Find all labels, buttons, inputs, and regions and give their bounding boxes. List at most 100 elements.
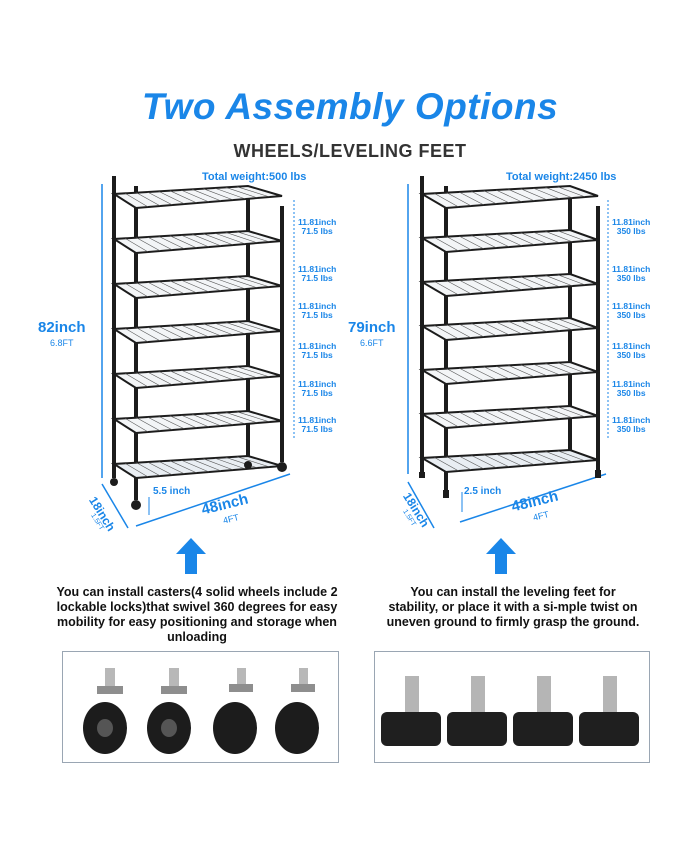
shelf-wire — [192, 459, 222, 472]
shelf-wire — [446, 280, 472, 295]
shelf-wire — [214, 412, 246, 425]
right-height-sub: 6.6FT — [360, 338, 384, 348]
shelf-wire — [192, 414, 222, 427]
shelf-wire — [458, 455, 485, 470]
shelf-wire — [545, 187, 573, 199]
shelf-wire — [158, 461, 185, 475]
shelf-wire — [532, 451, 561, 464]
shelf-wire — [508, 189, 535, 202]
shelf-wire — [483, 190, 510, 204]
left-rack-section: Total weight:500 lbs 82inch 6.8FT 5.5 in… — [0, 0, 350, 560]
shelf-wire — [495, 365, 523, 379]
right-bottom-gap: 2.5 inch — [464, 486, 502, 497]
shelf-wire — [125, 328, 149, 343]
shelf-wire — [532, 363, 561, 376]
shelf-wire — [169, 325, 197, 339]
shelf-wire — [508, 453, 535, 466]
shelf-wire — [225, 457, 258, 469]
shelf-wire — [434, 457, 459, 472]
leveling-foot-icon — [579, 676, 639, 746]
shelf-wire — [169, 415, 197, 429]
shelf-wire — [434, 369, 459, 384]
shelf-wire — [136, 372, 161, 387]
caster-wheel-icon — [275, 668, 319, 754]
shelf-wire — [136, 462, 161, 477]
shelf-wire — [125, 238, 149, 253]
shelf-wire — [214, 367, 246, 380]
shelf-wire — [483, 454, 510, 468]
shelf-wire — [203, 413, 234, 426]
shelf-wire — [147, 326, 173, 341]
shelf-wire — [557, 450, 586, 462]
shelf-wire — [458, 411, 485, 426]
shelf-wire — [483, 366, 510, 380]
shelf-wire — [136, 237, 161, 252]
shelf-wire — [214, 322, 246, 335]
shelf-wire — [520, 364, 548, 377]
shelf-wire — [446, 236, 472, 251]
shelf-wire — [446, 324, 472, 339]
shelf-wire — [545, 275, 573, 287]
shelf-wire — [158, 326, 185, 340]
shelf-wire — [147, 371, 173, 386]
shelf-wire — [446, 192, 472, 207]
left-rack-illustration — [101, 176, 295, 529]
page-subtitle: WHEELS/LEVELING FEET — [233, 141, 467, 161]
shelf-wire — [545, 363, 573, 375]
shelf-wire — [158, 281, 185, 295]
shelf-wire — [434, 413, 459, 428]
shelf-wire — [545, 231, 573, 243]
shelf-wire — [192, 189, 222, 202]
left-total-weight: Total weight:500 lbs — [202, 171, 307, 183]
shelf-wire — [458, 235, 485, 250]
shelf-wire — [125, 463, 149, 478]
shelf-wire — [169, 190, 197, 204]
page-title: Two Assembly Options — [141, 86, 559, 127]
shelf-wire — [136, 192, 161, 207]
shelf-wire — [236, 186, 270, 198]
right-total-weight: Total weight:2450 lbs — [506, 171, 617, 183]
shelf-wire — [434, 237, 459, 252]
shelf-wire — [483, 322, 510, 336]
shelf-wire — [434, 325, 459, 340]
casters-description: You can install casters(4 solid wheels i… — [56, 585, 338, 644]
shelf-wire — [471, 279, 497, 293]
leveling-foot-icon — [513, 676, 573, 746]
shelf-wire — [458, 323, 485, 338]
shelf-wire — [125, 373, 149, 388]
leveling-foot-icon — [447, 676, 507, 746]
shelf-wire — [158, 191, 185, 205]
shelf-wire — [180, 459, 210, 473]
shelf-wire — [136, 282, 161, 297]
shelf-wire — [545, 407, 573, 419]
shelf-wire — [158, 371, 185, 385]
leveling-feet-description: You can install the leveling feet for st… — [386, 585, 640, 629]
shelf-wire — [192, 234, 222, 247]
shelf-wire — [147, 461, 173, 476]
shelf-wire — [458, 191, 485, 206]
shelf-wire — [214, 187, 246, 200]
leveling-feet-image-box — [374, 651, 650, 763]
shelf-wire — [192, 324, 222, 337]
shelf-wire — [446, 412, 472, 427]
shelf-wire — [203, 233, 234, 246]
shelf-wire — [532, 231, 561, 244]
shelf-wire — [169, 280, 197, 294]
shelf-wire — [545, 451, 573, 463]
shelf-wire — [169, 460, 197, 474]
shelf-wire — [236, 411, 270, 423]
shelf-wire — [532, 319, 561, 332]
shelf-wire — [192, 279, 222, 292]
left-height-sub: 6.8FT — [50, 338, 74, 348]
shelf-wire — [458, 367, 485, 382]
shelf-wire — [192, 369, 222, 382]
shelf-wire — [508, 277, 535, 290]
shelf-wire — [520, 232, 548, 245]
shelf-wire — [147, 236, 173, 251]
